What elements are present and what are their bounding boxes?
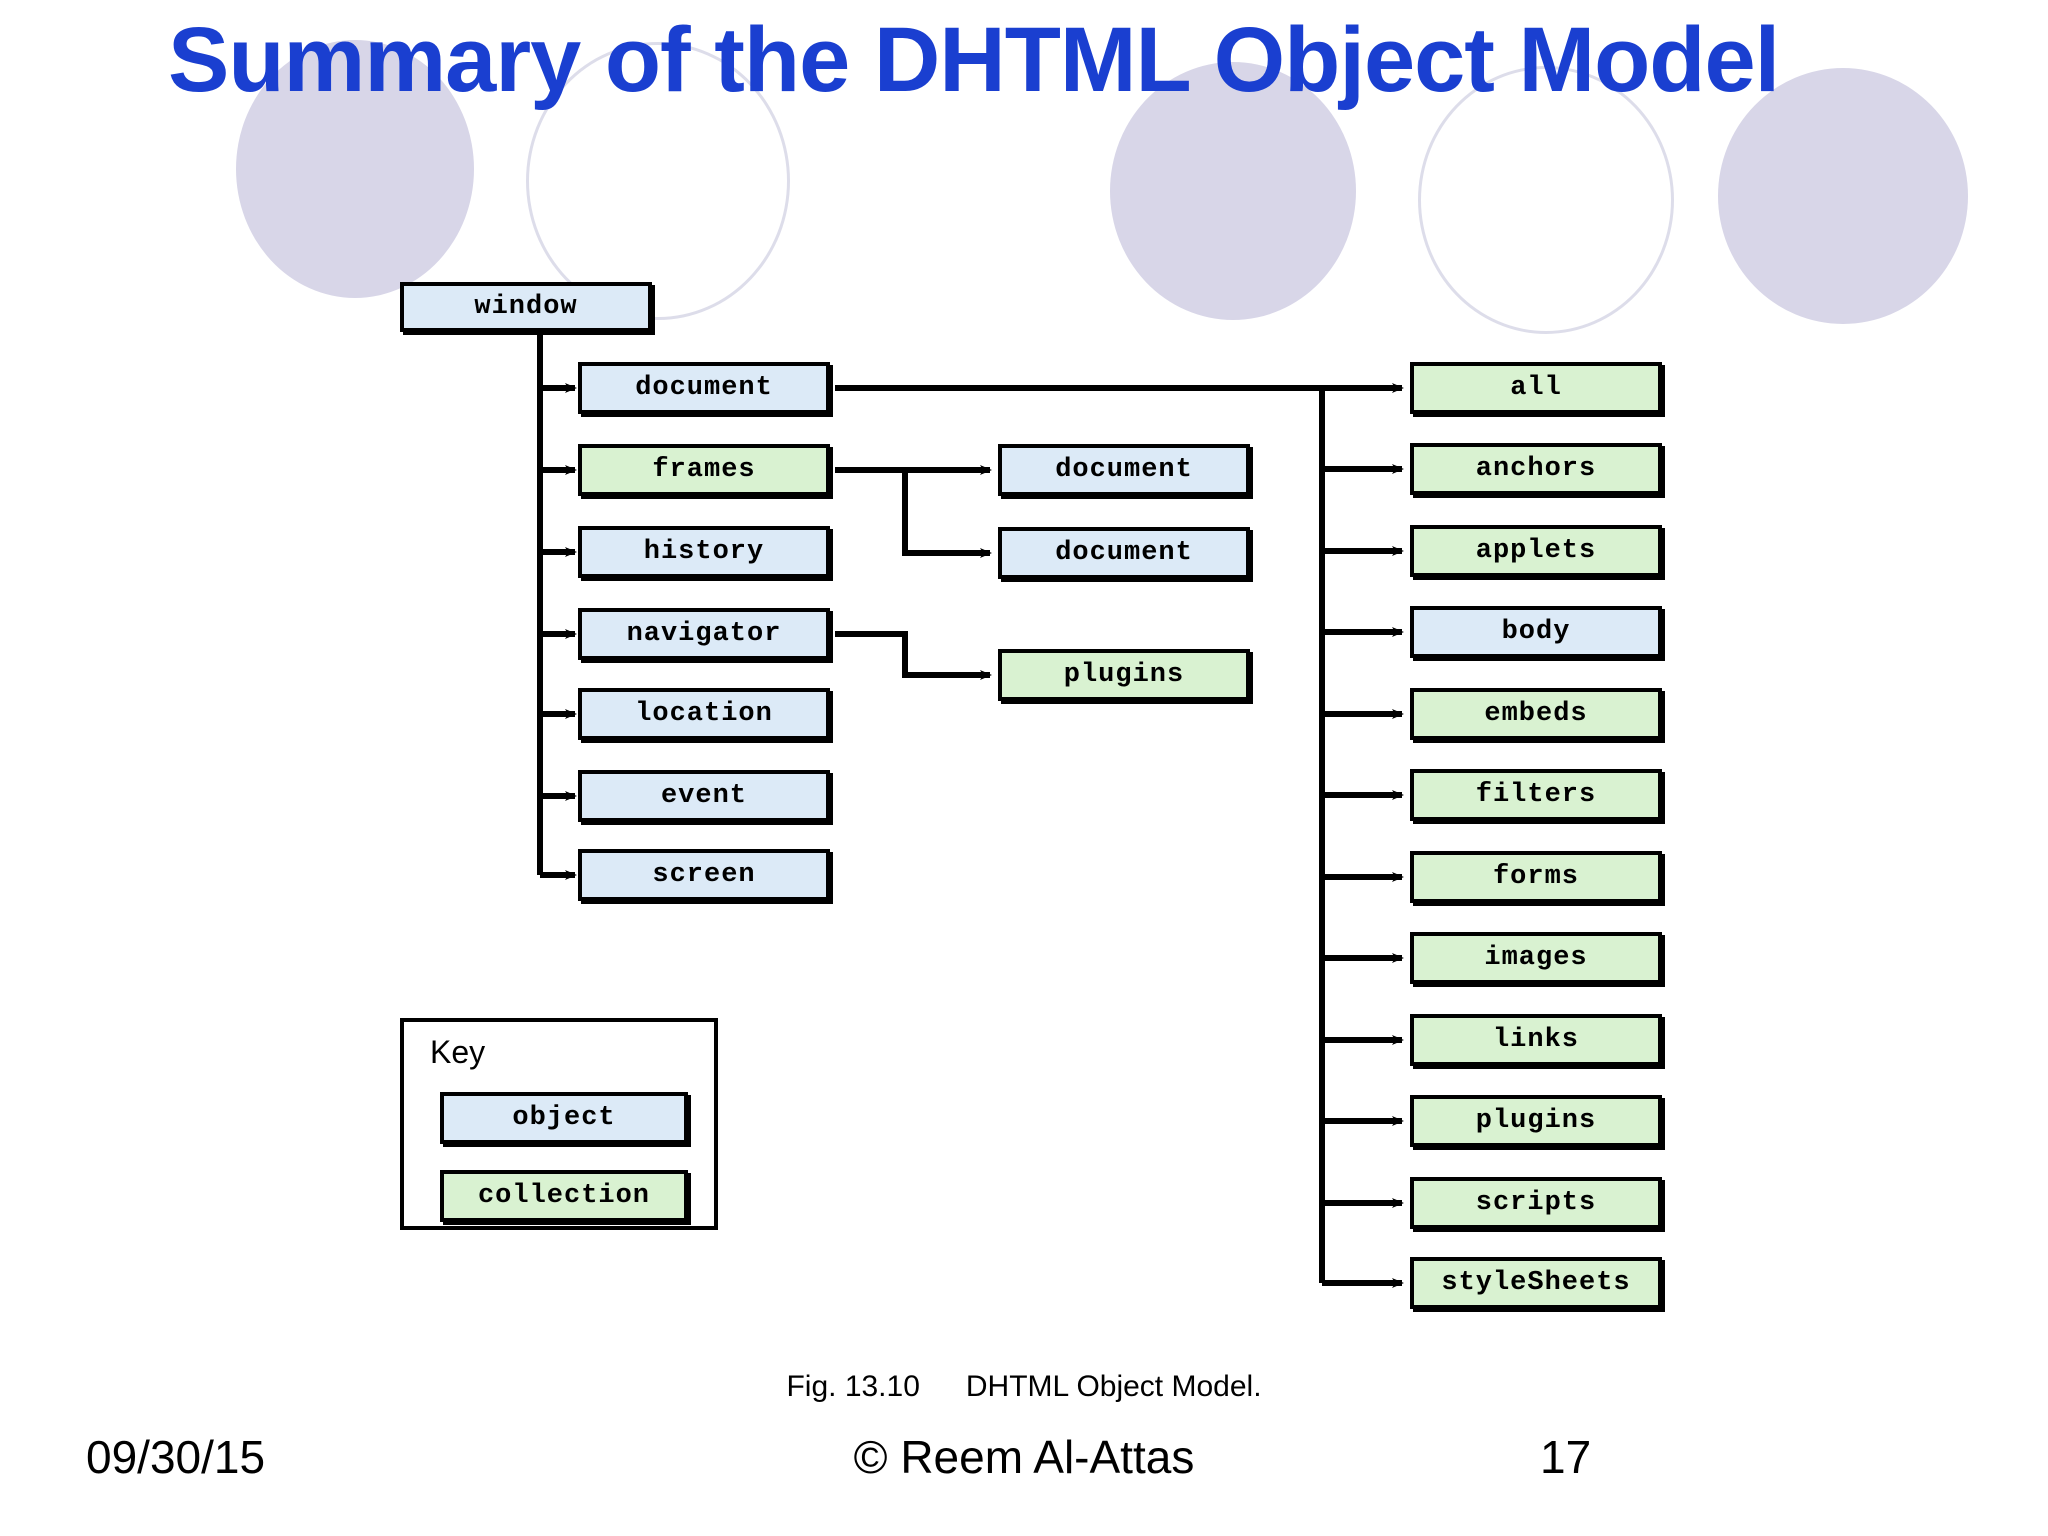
node-document-child-applets: applets xyxy=(1410,525,1662,577)
node-window-child-event-5: event xyxy=(578,770,830,822)
key-legend: Key object collection xyxy=(400,1018,718,1230)
node-document-child-plugins: plugins xyxy=(1410,1095,1662,1147)
ellipse-ring-2 xyxy=(1418,66,1674,334)
node-document-child-images: images xyxy=(1410,932,1662,984)
node-window-child-frames-1: frames xyxy=(578,444,830,496)
ellipse-filled-3 xyxy=(1718,68,1968,324)
node-document-child-anchors: anchors xyxy=(1410,443,1662,495)
node-document-child-links: links xyxy=(1410,1014,1662,1066)
figure-title: DHTML Object Model. xyxy=(965,1370,1262,1403)
key-swatch-collection: collection xyxy=(440,1170,688,1222)
ellipse-filled-2 xyxy=(1110,62,1356,320)
node-document-child-all: all xyxy=(1410,362,1662,414)
node-window-child-history-2: history xyxy=(578,526,830,578)
node-document-child-scripts: scripts xyxy=(1410,1177,1662,1229)
node-document-child-embeds: embeds xyxy=(1410,688,1662,740)
node-window-child-location-4: location xyxy=(578,688,830,740)
ellipse-filled-1 xyxy=(236,40,474,298)
page-title: Summary of the DHTML Object Model xyxy=(168,9,1780,111)
node-document-child-body: body xyxy=(1410,606,1662,658)
node-document-child-filters: filters xyxy=(1410,769,1662,821)
figure-number: Fig. 13.10 xyxy=(786,1370,920,1403)
node-window-child-document-0: document xyxy=(578,362,830,414)
node-window: window xyxy=(400,282,652,332)
key-legend-title: Key xyxy=(430,1034,486,1070)
footer-page-number: 17 xyxy=(1540,1431,1592,1483)
figure-caption: Fig. 13.10 DHTML Object Model. xyxy=(0,1370,2048,1404)
node-frames-document-0: document xyxy=(998,444,1250,496)
node-window-child-navigator-3: navigator xyxy=(578,608,830,660)
node-navigator-plugins-0: plugins xyxy=(998,649,1250,701)
node-document-child-styleSheets: styleSheets xyxy=(1410,1257,1662,1309)
node-window-child-screen-6: screen xyxy=(578,849,830,901)
ellipse-ring-1 xyxy=(526,42,790,320)
node-document-child-forms: forms xyxy=(1410,851,1662,903)
node-frames-document-1: document xyxy=(998,527,1250,579)
footer-date: 09/30/15 xyxy=(86,1431,266,1483)
key-swatch-object: object xyxy=(440,1092,688,1144)
footer-author: © Reem Al-Attas xyxy=(853,1431,1195,1483)
